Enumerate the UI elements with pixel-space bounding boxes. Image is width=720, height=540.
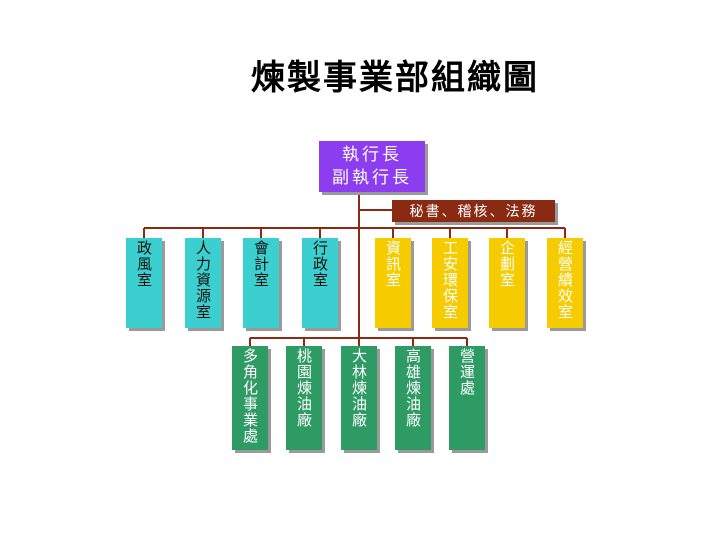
dept-box-hr: 人力資源室	[185, 238, 221, 328]
dept-label: 人力資源室	[194, 240, 212, 320]
staff-office-label: 秘書、稽核、法務	[409, 204, 538, 220]
division-box-operations: 營運處	[449, 346, 485, 450]
division-box-taoyuan-refinery: 桃園煉油廠	[286, 346, 322, 450]
dept-label: 工安環保室	[441, 240, 459, 320]
division-box-talin-refinery: 大林煉油廠	[341, 346, 377, 450]
dept-box-safety: 工安環保室	[432, 238, 468, 328]
division-label: 多角化事業處	[241, 348, 259, 444]
dept-label: 政風室	[135, 240, 153, 288]
dept-box-accounting: 會計室	[243, 238, 279, 328]
dept-label: 行政室	[311, 240, 329, 288]
dept-label: 資訊室	[384, 240, 402, 288]
dept-label: 會計室	[252, 240, 270, 288]
dept-box-ethics: 政風室	[126, 238, 162, 328]
dept-box-performance: 經營績效室	[547, 238, 583, 328]
division-box-diversification: 多角化事業處	[232, 346, 268, 450]
division-label: 營運處	[458, 348, 476, 396]
dept-label: 企劃室	[498, 240, 516, 288]
deputy-ceo-title: 副執行長	[332, 167, 412, 188]
dept-box-admin: 行政室	[302, 238, 338, 328]
ceo-box: 執行長 副執行長	[319, 141, 425, 192]
division-label: 大林煉油廠	[350, 348, 368, 428]
division-label: 桃園煉油廠	[295, 348, 313, 428]
dept-box-it: 資訊室	[375, 238, 411, 328]
staff-office-box: 秘書、稽核、法務	[392, 200, 555, 222]
division-box-kaohsiung-refinery: 高雄煉油廠	[395, 346, 431, 450]
dept-box-planning: 企劃室	[489, 238, 525, 328]
ceo-title: 執行長	[342, 144, 402, 165]
page-title: 煉製事業部組織圖	[251, 58, 539, 98]
dept-label: 經營績效室	[556, 240, 574, 320]
division-label: 高雄煉油廠	[404, 348, 422, 428]
